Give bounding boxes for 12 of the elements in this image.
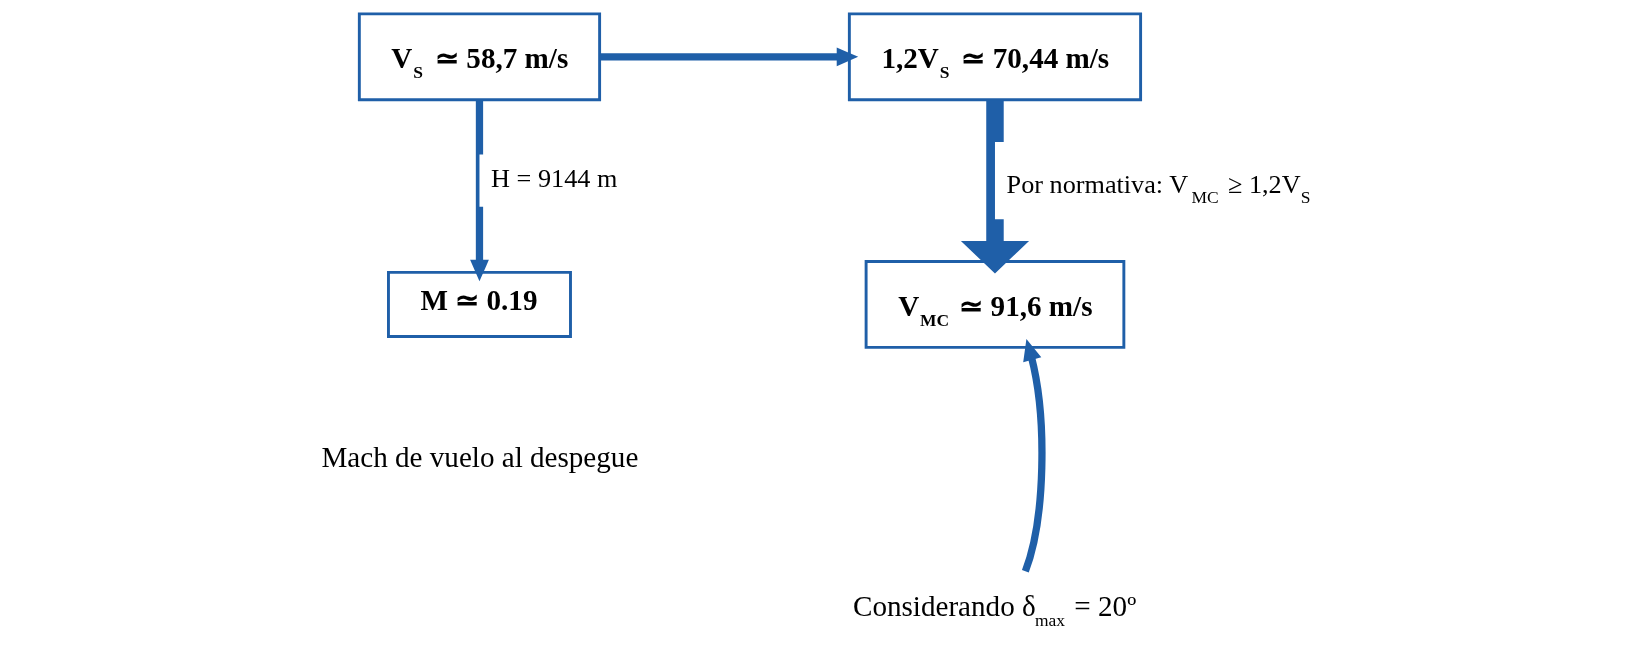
arrow bbox=[960, 100, 1029, 274]
arrow bbox=[469, 100, 489, 282]
node-box: 1,2V$_{S}$ ≃ 70,44 m/s bbox=[847, 12, 1142, 102]
arrow bbox=[599, 47, 858, 67]
node-text: Considerando δ$_{max}$ = 20º bbox=[852, 589, 1136, 630]
edge-label: H = 9144 m bbox=[490, 164, 617, 194]
edge-label: Por normativa: V$_{MC}$ ≥ 1,2V$_{S}$ bbox=[1006, 169, 1311, 207]
node-box: M ≃ 0.19 bbox=[386, 270, 572, 338]
node-label: Mach de vuelo al despegue bbox=[320, 440, 638, 473]
node-box: V$_{MC}$ ≃ 91,6 m/s bbox=[864, 259, 1125, 349]
node-box: V$_{S}$ ≃ 58,7 m/s bbox=[357, 12, 601, 102]
arrow bbox=[1021, 339, 1046, 573]
